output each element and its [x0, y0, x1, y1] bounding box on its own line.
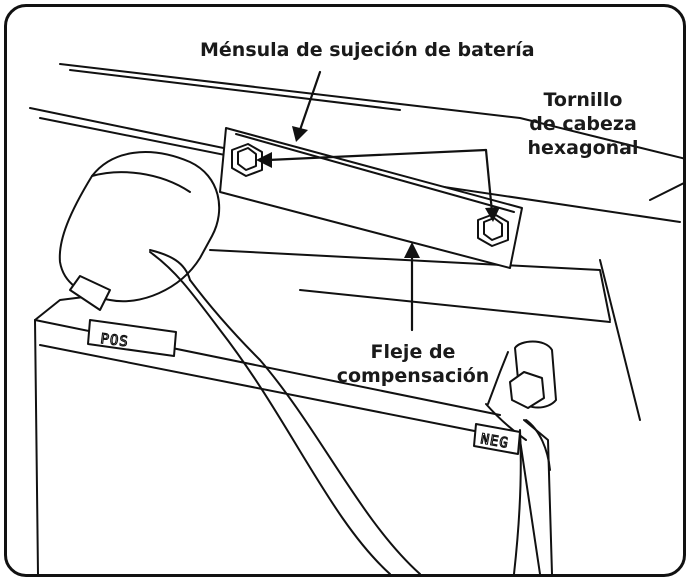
bracket-label: Ménsula de sujeción de batería — [200, 39, 535, 61]
positive-terminal-cover — [58, 151, 221, 311]
battery-hold-down-bracket — [219, 127, 523, 269]
hex-bolt-right — [477, 213, 509, 247]
negative-cable — [513, 419, 553, 574]
compensation-strip-label: Fleje de compensación — [330, 340, 496, 388]
hex-bolt-label: Tornillo de cabeza hexagonal — [508, 88, 658, 160]
compensation-strip-label-line1: Fleje de — [370, 341, 456, 363]
positive-cable — [149, 251, 421, 574]
neg-tag — [473, 423, 521, 455]
hex-bolt-label-line2: de cabeza — [529, 113, 637, 135]
callout-arrows — [266, 70, 494, 332]
hex-bolt-label-line1: Tornillo — [543, 89, 623, 111]
arrow-heads — [256, 126, 500, 258]
hex-bolt-left — [231, 143, 263, 177]
neg-tag-text: NEG — [479, 431, 510, 452]
hex-bolt-label-line3: hexagonal — [527, 137, 639, 159]
pos-tag-text: POS — [100, 331, 130, 350]
pos-tag — [87, 319, 177, 357]
negative-terminal — [485, 340, 557, 441]
compensation-strip-label-line2: compensación — [336, 365, 490, 387]
